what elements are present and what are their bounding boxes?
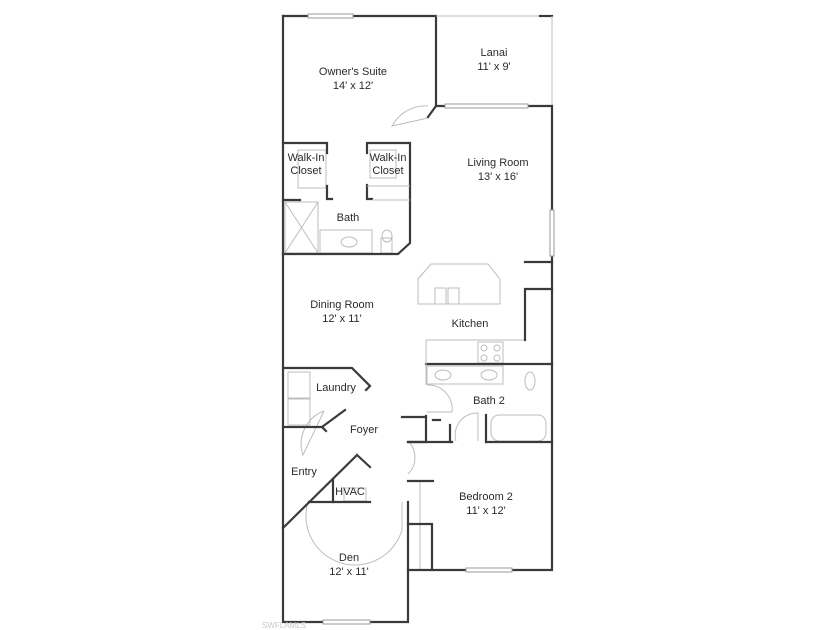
dryer	[287, 398, 311, 426]
room-labels: Owner's Suite 14' x 12' Lanai 11' x 9' W…	[288, 47, 529, 578]
den-size: 12' x 11'	[329, 566, 368, 578]
bedroom2-size: 11' x 12'	[466, 505, 505, 517]
hvac-label: HVAC	[335, 486, 365, 498]
laundry-label: Laundry	[316, 382, 356, 394]
living-room-size: 13' x 16'	[478, 171, 518, 183]
walk-in-closet-right-label: Walk-In	[370, 152, 407, 164]
owners-suite-size: 14' x 12'	[333, 80, 373, 92]
closet-shelf-left	[297, 149, 327, 189]
dining-room-size: 12' x 11'	[322, 313, 361, 325]
watermark: SWFLAMLS	[262, 621, 306, 630]
doors	[300, 105, 479, 566]
bath2-vanity	[426, 365, 504, 385]
owners-suite-label: Owner's Suite	[319, 66, 387, 78]
den-label: Den	[339, 552, 359, 564]
bath-vanity	[319, 229, 373, 254]
walk-in-closet-left-label: Walk-In	[288, 152, 325, 164]
walk-in-closet-right-label-2: Closet	[372, 165, 403, 177]
bath2-label: Bath 2	[473, 395, 505, 407]
fixtures	[284, 149, 547, 570]
walk-in-closet-left-label-2: Closet	[290, 165, 321, 177]
sink	[340, 236, 358, 248]
windows	[307, 13, 555, 625]
shower	[284, 201, 319, 254]
bedroom2-label: Bedroom 2	[459, 491, 513, 503]
bath2-toilet	[524, 371, 536, 391]
dining-room-label: Dining Room	[310, 299, 374, 311]
bath-label: Bath	[337, 212, 360, 224]
foyer-label: Foyer	[350, 424, 378, 436]
bathtub	[490, 414, 547, 442]
lanai-label: Lanai	[481, 47, 508, 59]
washer	[287, 371, 311, 399]
island-sink-left	[434, 287, 447, 305]
living-room-label: Living Room	[467, 157, 528, 169]
lanai-size: 11' x 9'	[477, 61, 510, 73]
closet-shelf-right	[369, 149, 397, 179]
kitchen-island	[417, 263, 501, 305]
entry-label: Entry	[291, 466, 317, 478]
island-sink-right	[447, 287, 460, 305]
kitchen-counter	[426, 290, 526, 341]
kitchen-label: Kitchen	[452, 318, 489, 330]
